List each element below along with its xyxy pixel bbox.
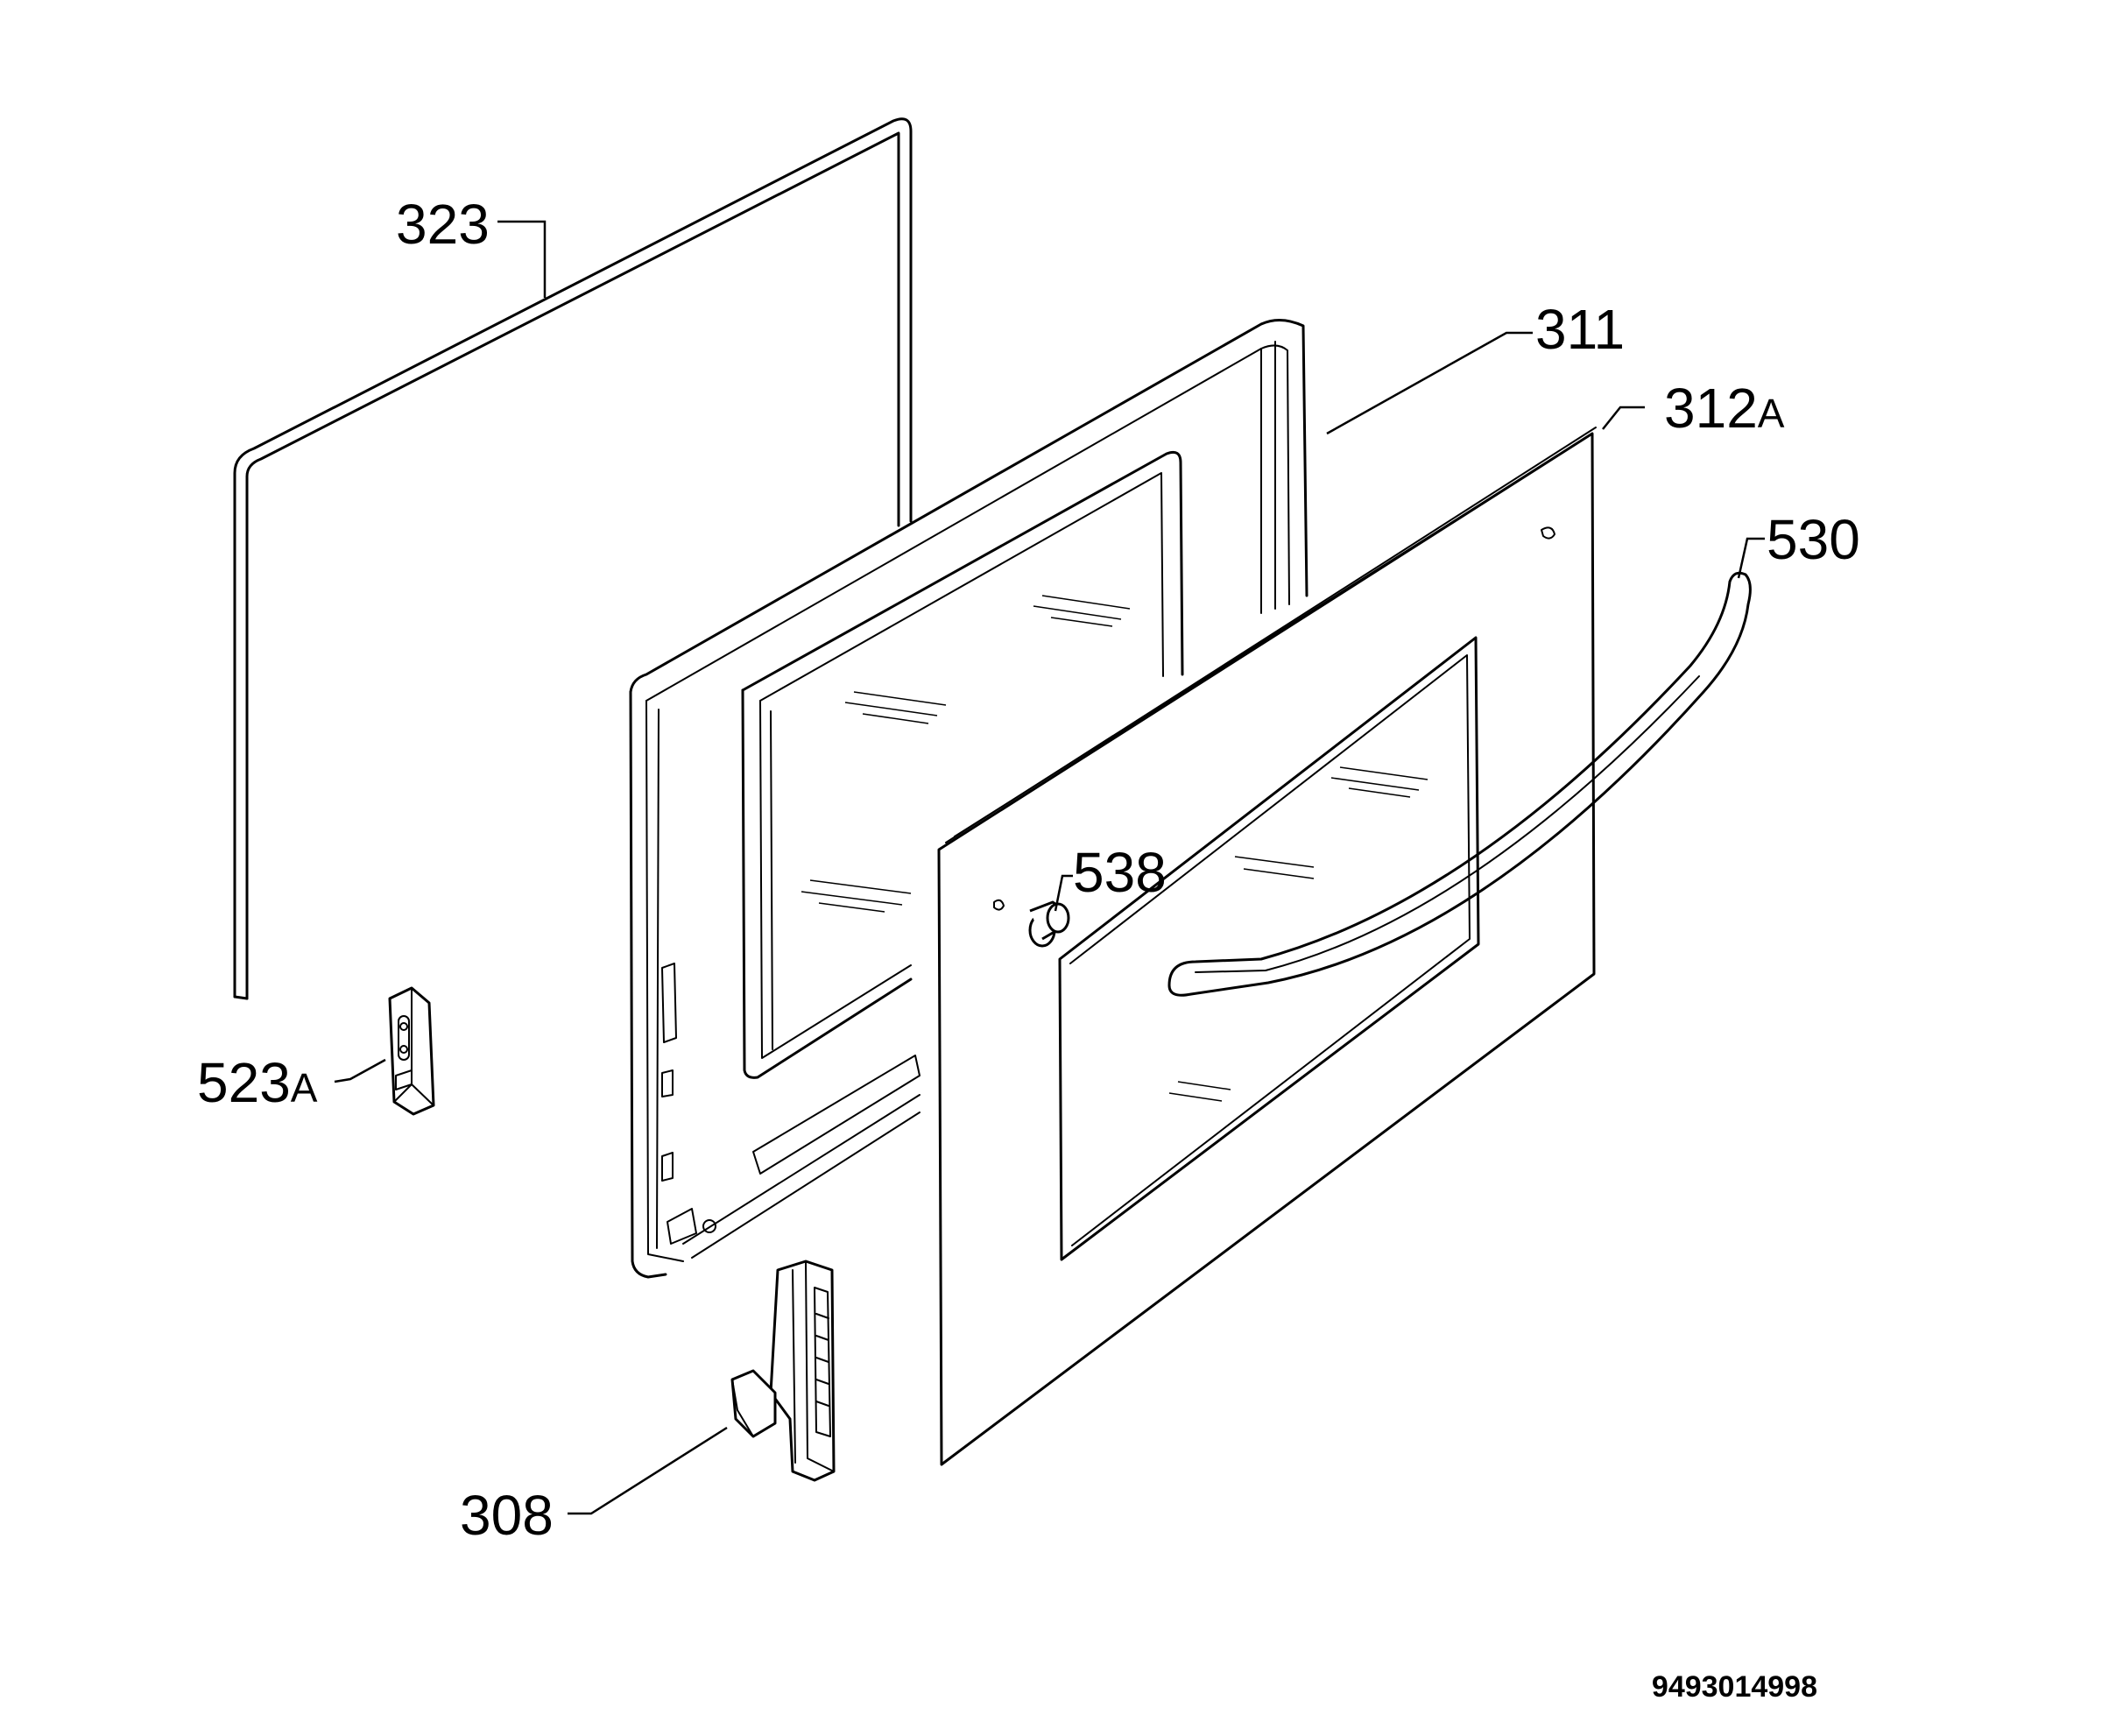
callout-311: 311 <box>1535 298 1625 361</box>
callout-523a: 523A <box>197 1051 318 1114</box>
door-seal-323 <box>233 117 913 1000</box>
inner-door-frame-311 <box>629 319 1308 1279</box>
callout-523a-suffix: A <box>291 1065 318 1111</box>
outer-door-glass-312a <box>937 427 1597 1466</box>
document-number: 9493014998 <box>1652 1670 1817 1704</box>
door-handle-530 <box>1167 571 1752 997</box>
catch-523a <box>388 986 435 1116</box>
callout-312a: 312A <box>1664 377 1785 440</box>
callout-labels: 323 311 312A 530 538 523A 308 <box>197 193 1860 1547</box>
callout-530: 530 <box>1767 508 1860 571</box>
callout-308: 308 <box>460 1484 554 1547</box>
callout-312a-suffix: A <box>1758 391 1785 436</box>
pin-538 <box>1028 900 1070 948</box>
leader-lines <box>334 220 1765 1515</box>
callout-323: 323 <box>396 193 490 256</box>
callout-523a-number: 523 <box>197 1051 291 1114</box>
hinge-308 <box>730 1260 836 1482</box>
callout-312a-number: 312 <box>1664 377 1758 440</box>
callout-538: 538 <box>1073 841 1167 904</box>
